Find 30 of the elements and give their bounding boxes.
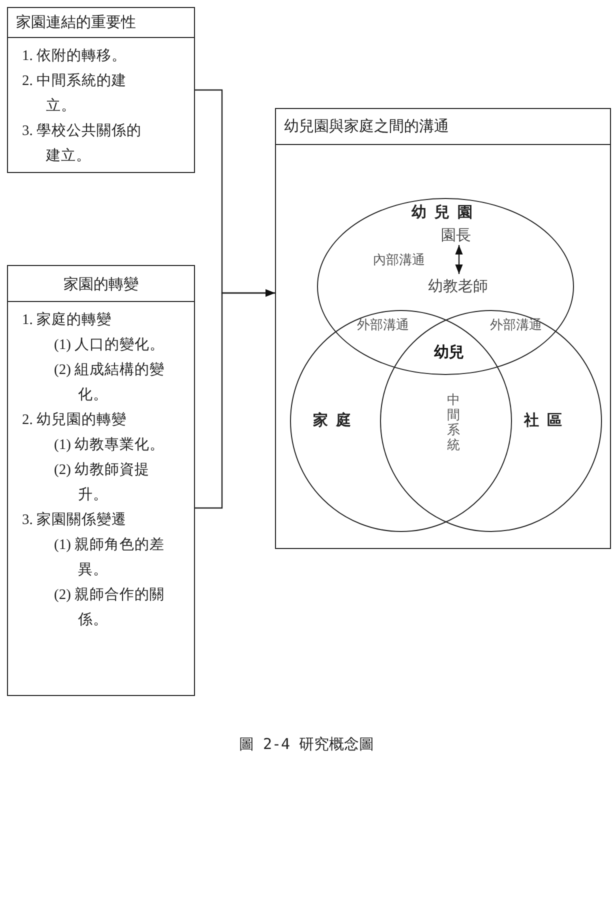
list-item: (2) 幼教師資提升。 xyxy=(54,461,151,505)
list-item: 3. 家園關係變遷 xyxy=(22,510,128,530)
list-item: 1. 依附的轉移。 xyxy=(22,47,128,66)
arrow xyxy=(195,289,275,509)
list-item: 1. 家庭的轉變 xyxy=(22,310,112,330)
list-item: (2) 組成結構的變化。 xyxy=(54,361,166,405)
region-label: 外部溝通 xyxy=(490,316,542,334)
figure-caption: 圖 2-4 研究概念圖 xyxy=(238,735,376,754)
circle-label: 家庭 xyxy=(313,411,359,430)
vertical-label: 中間系統 xyxy=(447,392,460,452)
list-item: 2. 幼兒園的轉變 xyxy=(22,411,128,430)
region-label: 幼兒 xyxy=(434,343,464,362)
box-heading: 家園的轉變 xyxy=(8,266,194,302)
text-box xyxy=(7,265,195,696)
box-heading: 幼兒園與家庭之間的溝通 xyxy=(276,109,610,145)
box-heading: 家園連結的重要性 xyxy=(8,8,194,38)
list-item: 2. 中間系統的建立。 xyxy=(22,72,128,116)
arrow xyxy=(455,245,463,274)
list-item: (1) 人口的變化。 xyxy=(54,336,166,355)
text-box xyxy=(7,7,195,173)
circle-label: 社區 xyxy=(524,411,570,430)
region-label: 外部溝通 xyxy=(357,316,409,334)
circle-label: 幼兒園 xyxy=(412,203,480,222)
list-item: (1) 親師角色的差異。 xyxy=(54,536,166,580)
list-item: (2) 親師合作的關係。 xyxy=(54,586,166,630)
list-item: (1) 幼教專業化。 xyxy=(54,436,166,455)
node-text: 園長 xyxy=(439,226,473,246)
list-item: 3. 學校公共關係的建立。 xyxy=(22,122,142,166)
node-text: 幼教老師 xyxy=(425,277,491,297)
edge-label: 內部溝通 xyxy=(373,250,425,268)
